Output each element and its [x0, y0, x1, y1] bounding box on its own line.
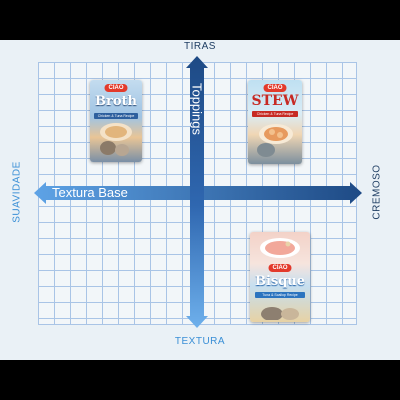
- product-subtitle: Chicken & Tuna Recipe: [94, 113, 138, 119]
- product-subtitle: Chicken & Tuna Recipe: [252, 111, 298, 117]
- axis-label-left: SUAVIDADE: [11, 161, 23, 223]
- vertical-arrow-label: Toppings: [189, 82, 205, 136]
- brand-logo: CIAO: [104, 84, 128, 92]
- product-stew-pouch: CIAO STEW Chicken & Tuna Recipe: [248, 80, 302, 164]
- positioning-map: TIRAS TEXTURA SUAVIDADE CREMOSO Textura …: [0, 40, 400, 360]
- product-name: Broth: [95, 94, 137, 109]
- brand-logo: CIAO: [268, 264, 292, 272]
- broth-bowl-image: [100, 123, 132, 156]
- product-bisque-pouch: CIAO Bisque Tuna & Scallop Recipe: [250, 232, 310, 322]
- bisque-cat-image: [261, 307, 299, 320]
- product-subtitle: Tuna & Scallop Recipe: [254, 292, 306, 298]
- bisque-bowl-image: [260, 238, 300, 258]
- brand-logo: CIAO: [263, 84, 287, 92]
- axis-label-right: CREMOSO: [371, 164, 383, 220]
- vertical-axis-arrow: [186, 56, 208, 328]
- product-name: STEW: [251, 93, 299, 109]
- axis-label-top: TIRAS: [184, 41, 216, 52]
- stew-bowl-image: [257, 124, 293, 157]
- horizontal-arrow-label: Textura Base: [52, 185, 128, 200]
- product-broth-pouch: CIAO Broth Chicken & Tuna Recipe: [90, 80, 142, 162]
- product-name: Bisque: [254, 274, 306, 289]
- axis-label-bottom: TEXTURA: [174, 336, 226, 347]
